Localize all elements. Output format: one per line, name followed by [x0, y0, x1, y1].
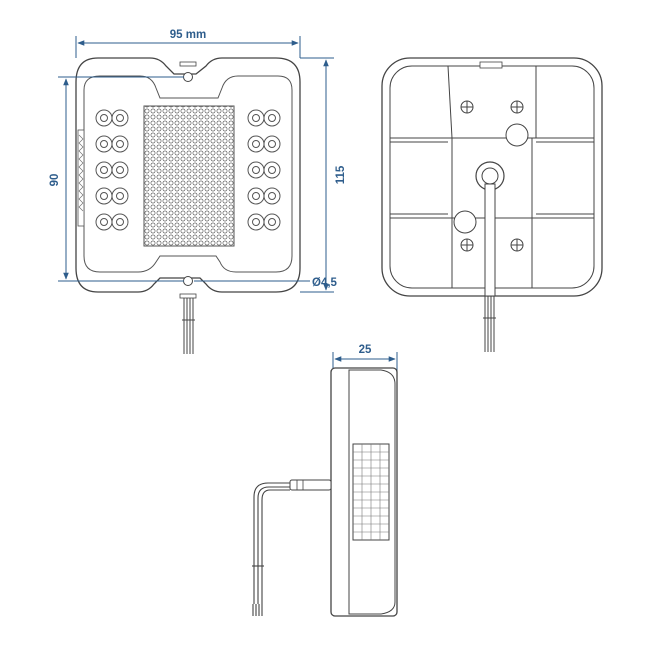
front-cable	[182, 298, 195, 354]
depth-dimension-label: 25	[359, 344, 372, 356]
side-cable	[252, 482, 290, 616]
side-view	[289, 367, 398, 617]
total-height-dimension-label: 115	[335, 165, 347, 184]
side-ridge	[77, 129, 85, 227]
dimension-lines	[58, 36, 398, 372]
inner-height-dimension-label: 90	[49, 174, 61, 187]
back-screw-holes	[453, 100, 529, 252]
led-cluster-right	[247, 109, 281, 231]
mount-hole-top	[183, 72, 193, 82]
back-view	[381, 57, 603, 297]
hole-diameter-label: Ø4,5	[312, 277, 338, 289]
mount-hole-bottom	[183, 276, 193, 286]
reflector-area	[143, 105, 235, 247]
front-view	[75, 57, 301, 354]
led-cluster-left	[95, 109, 129, 231]
width-dimension-label: 95 mm	[170, 29, 206, 41]
back-cable	[483, 296, 496, 352]
